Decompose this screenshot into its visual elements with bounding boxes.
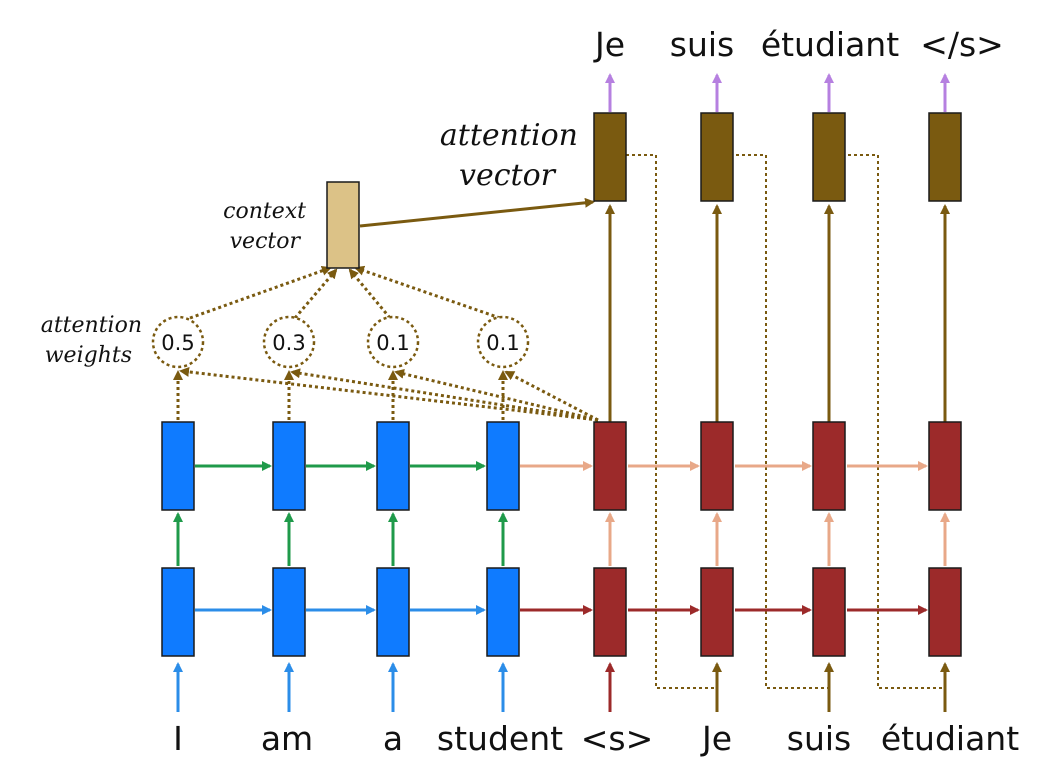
source-word-1: I <box>173 719 183 758</box>
attention-vector-cell-3 <box>812 112 846 202</box>
decoder-cells <box>593 421 962 657</box>
context-to-attention-arrow <box>359 197 595 228</box>
attention-vector-cell-1 <box>593 112 627 202</box>
encoder-bottom-cell-2 <box>272 567 306 657</box>
decoder-top-cell-4 <box>928 421 962 511</box>
output-word-3: étudiant <box>761 25 899 64</box>
decoder-top-cell-3 <box>812 421 846 511</box>
context-vector-label-line1: context <box>223 199 306 224</box>
attention-vector-cell-4 <box>928 112 962 202</box>
encoder-bottom-cell-1 <box>161 567 195 657</box>
weight-value-1: 0.5 <box>161 331 194 355</box>
output-word-2: suis <box>670 25 734 64</box>
layer-arrows <box>173 512 950 566</box>
encoder-cells <box>161 421 520 657</box>
input-arrows <box>173 662 950 712</box>
encoder-bottom-cell-4 <box>486 567 520 657</box>
output-word-4: </s> <box>920 25 1004 64</box>
weight-circle-2 <box>262 315 316 369</box>
encoder-top-cell-2 <box>272 421 306 511</box>
weight-to-context-arrows <box>189 265 501 320</box>
source-word-2: am <box>261 719 313 758</box>
target-input-word-4: étudiant <box>881 719 1019 758</box>
attention-vector-label-line1: attention <box>440 118 578 153</box>
attention-weights-label-line1: attention <box>41 313 142 338</box>
weight-value-4: 0.1 <box>486 331 519 355</box>
weight-circle-1 <box>151 315 205 369</box>
output-word-1: Je <box>593 25 625 64</box>
attention-vector-cell-2 <box>700 112 734 202</box>
attention-vector-cells <box>593 112 962 202</box>
source-word-3: a <box>383 719 403 758</box>
encoder-top-cell-1 <box>161 421 195 511</box>
target-input-word-3: suis <box>787 719 851 758</box>
decoder-bottom-cell-2 <box>700 567 734 657</box>
weight-circle-4 <box>476 315 530 369</box>
encoder-top-cell-4 <box>486 421 520 511</box>
attention-weights-label-line2: weights <box>45 343 132 368</box>
weight-value-3: 0.1 <box>376 331 409 355</box>
decoder-top-cell-1 <box>593 421 627 511</box>
output-arrows <box>605 73 950 112</box>
weight-circle-3 <box>366 315 420 369</box>
feedback-lines <box>626 154 946 689</box>
decoder-top-cell-2 <box>700 421 734 511</box>
decoder-to-weight-arrows <box>179 366 599 422</box>
decoder-to-attention-arrows <box>605 204 950 422</box>
decoder-bottom-cell-1 <box>593 567 627 657</box>
encoder-top-cell-3 <box>376 421 410 511</box>
target-input-word-1: <s> <box>581 719 654 758</box>
source-word-4: student <box>437 719 563 758</box>
decoder-bottom-cell-3 <box>812 567 846 657</box>
context-vector-cell <box>326 181 360 269</box>
attention-vector-label-line2: vector <box>459 158 557 193</box>
attention-weight-circles <box>151 315 530 369</box>
decoder-bottom-cell-4 <box>928 567 962 657</box>
target-input-word-2: Je <box>700 719 732 758</box>
encoder-bottom-cell-3 <box>376 567 410 657</box>
context-vector-label-line2: vector <box>230 229 302 254</box>
weight-value-2: 0.3 <box>272 331 305 355</box>
